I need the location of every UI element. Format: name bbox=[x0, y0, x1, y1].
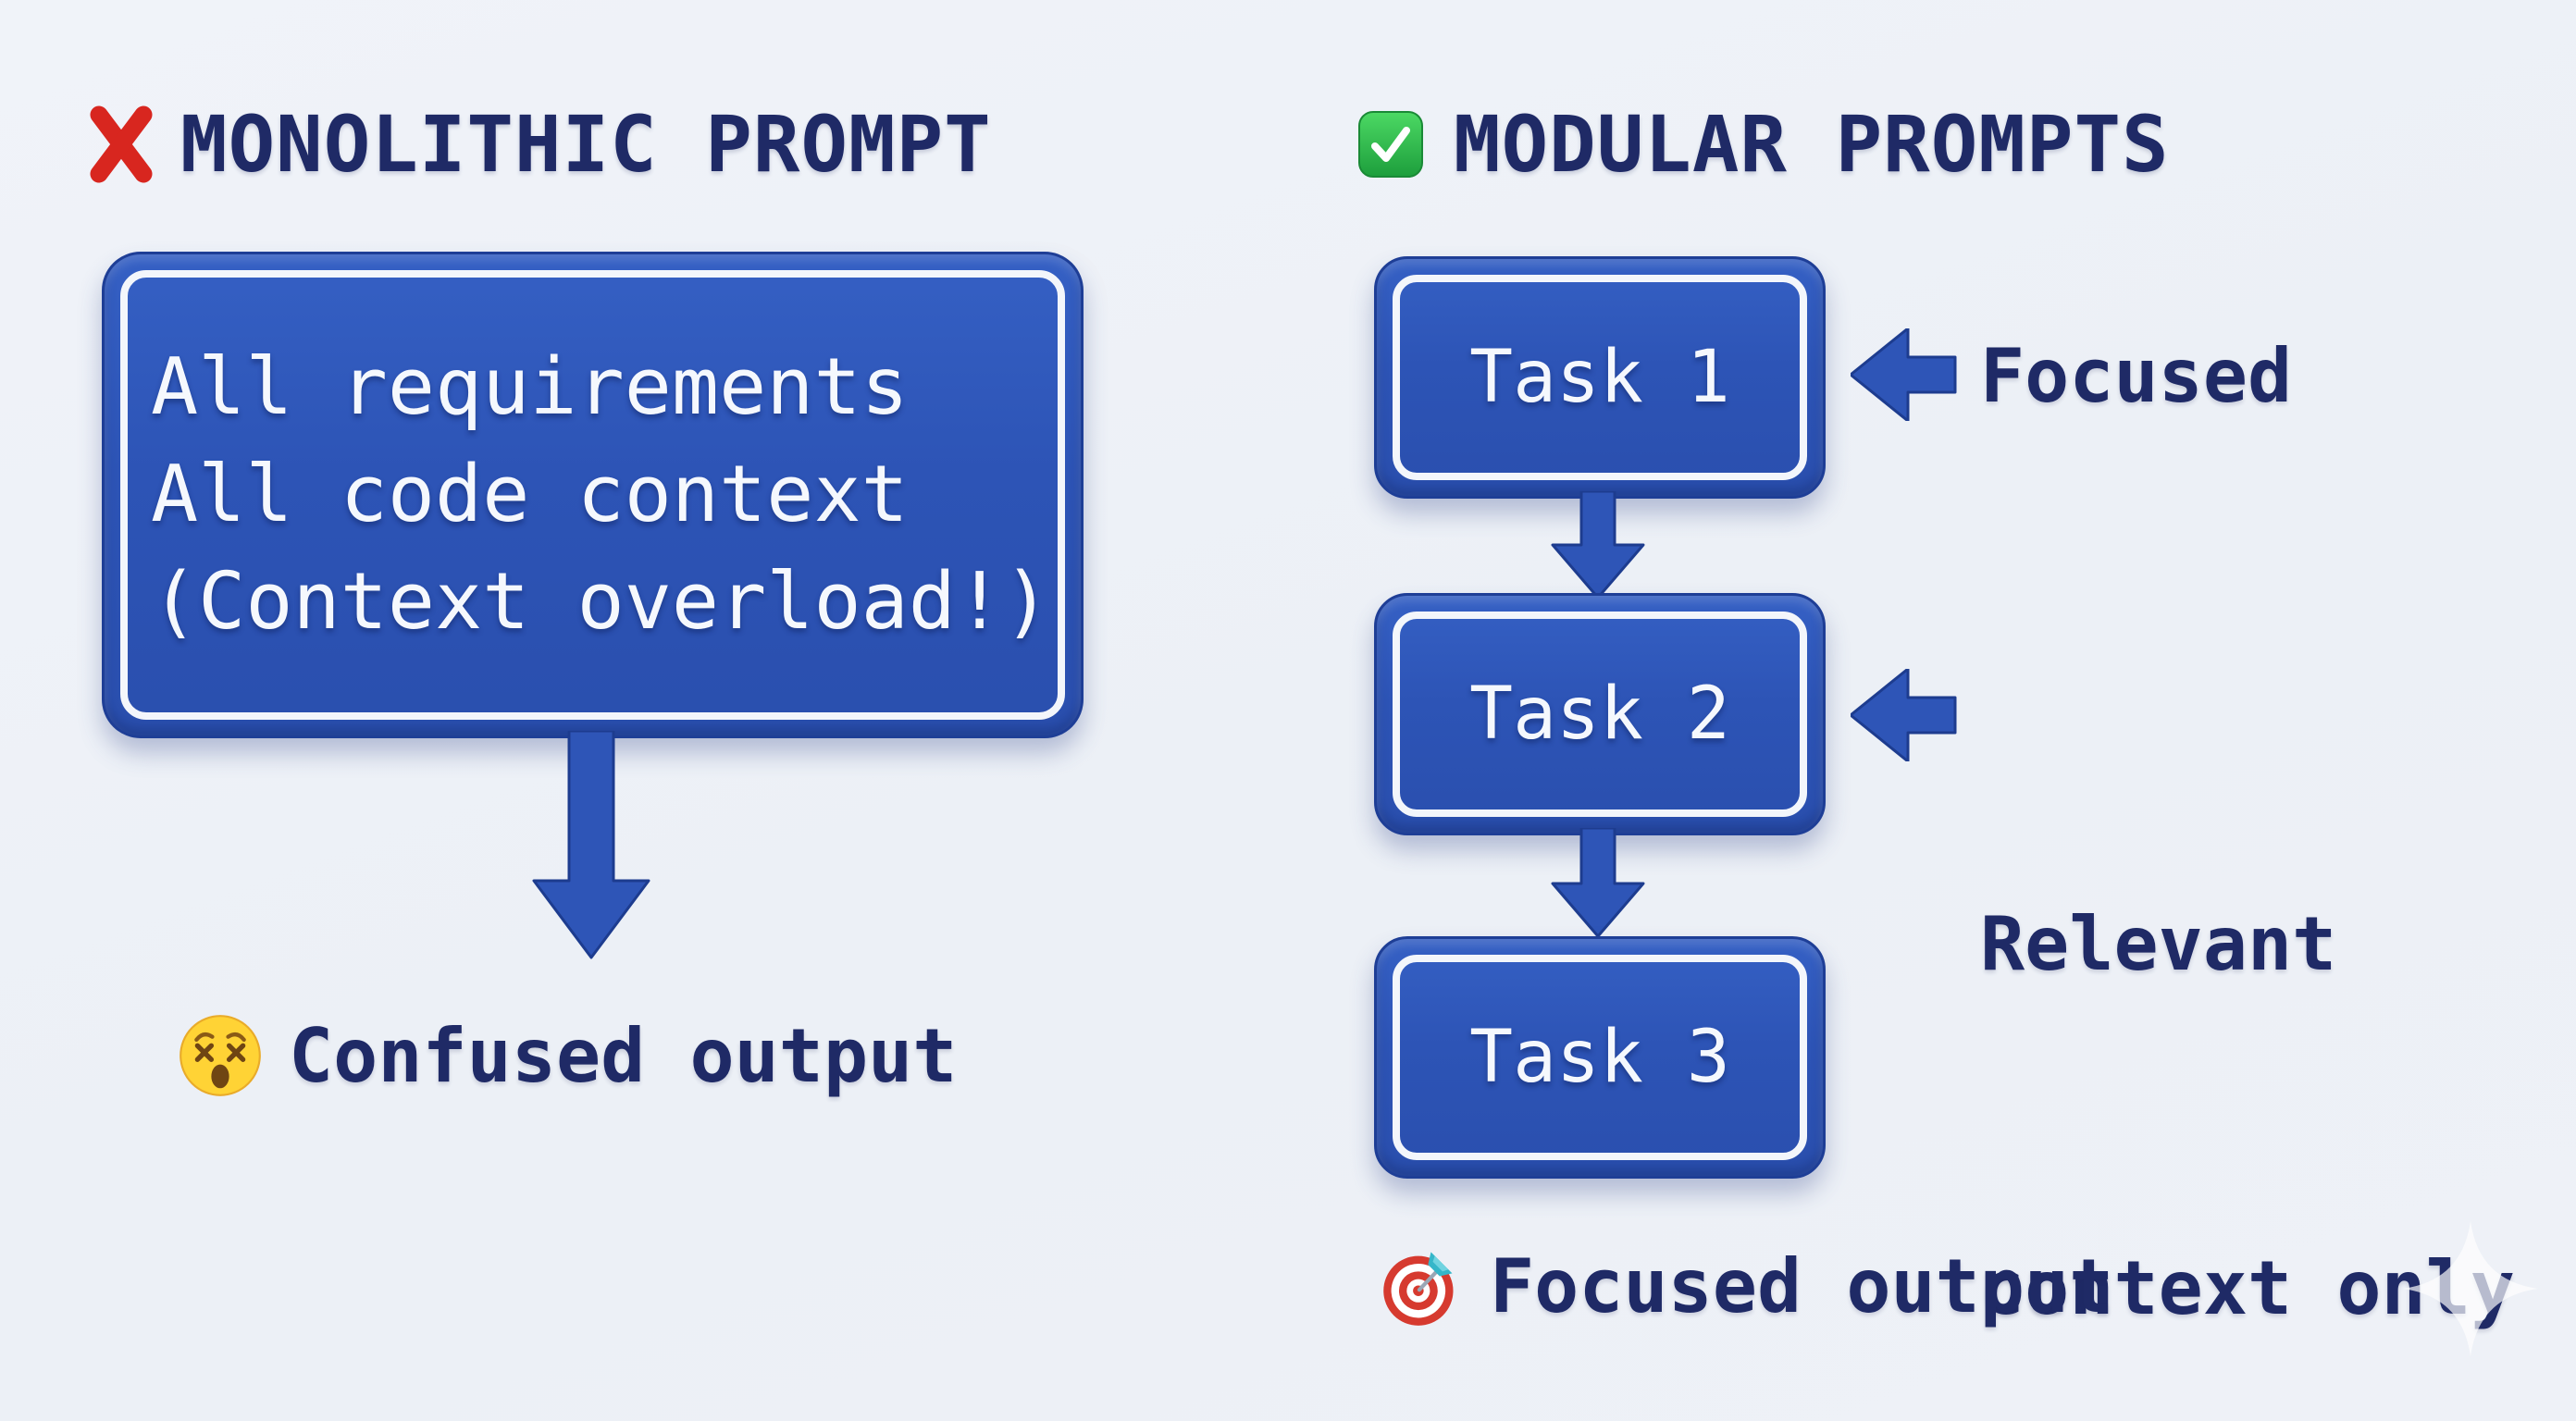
relevant-annotation-line-1: Relevant bbox=[1980, 901, 2337, 987]
modular-header: MODULAR PROMPTS bbox=[1356, 98, 2170, 191]
check-mark-icon bbox=[1356, 109, 1426, 179]
task-2-label: Task 2 bbox=[1469, 673, 1730, 756]
box-line-1: All requirements bbox=[151, 341, 909, 433]
task-3-box: Task 3 bbox=[1374, 936, 1826, 1179]
modular-title: MODULAR PROMPTS bbox=[1454, 99, 2170, 190]
dizzy-face-emoji bbox=[178, 1013, 263, 1098]
sparkle-icon bbox=[2403, 1221, 2538, 1356]
box-line-2: All code context bbox=[151, 449, 909, 540]
left-arrow-relevant bbox=[1851, 669, 1957, 761]
monolithic-prompt-box: All requirements All code context (Conte… bbox=[102, 252, 1084, 738]
task-3-label: Task 3 bbox=[1469, 1016, 1730, 1099]
focused-annotation: Focused bbox=[1980, 333, 2293, 419]
focused-output-row: Focused output bbox=[1379, 1235, 2113, 1337]
confused-output-row: Confused output bbox=[178, 1005, 957, 1106]
down-arrow-large bbox=[532, 731, 650, 959]
task-2-box: Task 2 bbox=[1374, 593, 1826, 835]
task-1-label: Task 1 bbox=[1469, 336, 1730, 419]
cross-mark-icon bbox=[88, 105, 155, 183]
target-emoji bbox=[1379, 1243, 1464, 1328]
confused-output-label: Confused output bbox=[289, 1012, 958, 1099]
task-1-box: Task 1 bbox=[1374, 256, 1826, 499]
monolithic-header: MONOLITHIC PROMPT bbox=[88, 98, 992, 191]
monolithic-box-text: All requirements All code context (Conte… bbox=[105, 254, 1081, 735]
left-arrow-focused bbox=[1851, 328, 1957, 421]
focused-output-label: Focused output bbox=[1490, 1242, 2114, 1329]
down-arrow-task1-task2 bbox=[1551, 491, 1645, 599]
box-line-3: (Context overload!) bbox=[151, 556, 1051, 648]
down-arrow-task2-task3 bbox=[1551, 828, 1645, 938]
monolithic-title: MONOLITHIC PROMPT bbox=[180, 99, 992, 190]
